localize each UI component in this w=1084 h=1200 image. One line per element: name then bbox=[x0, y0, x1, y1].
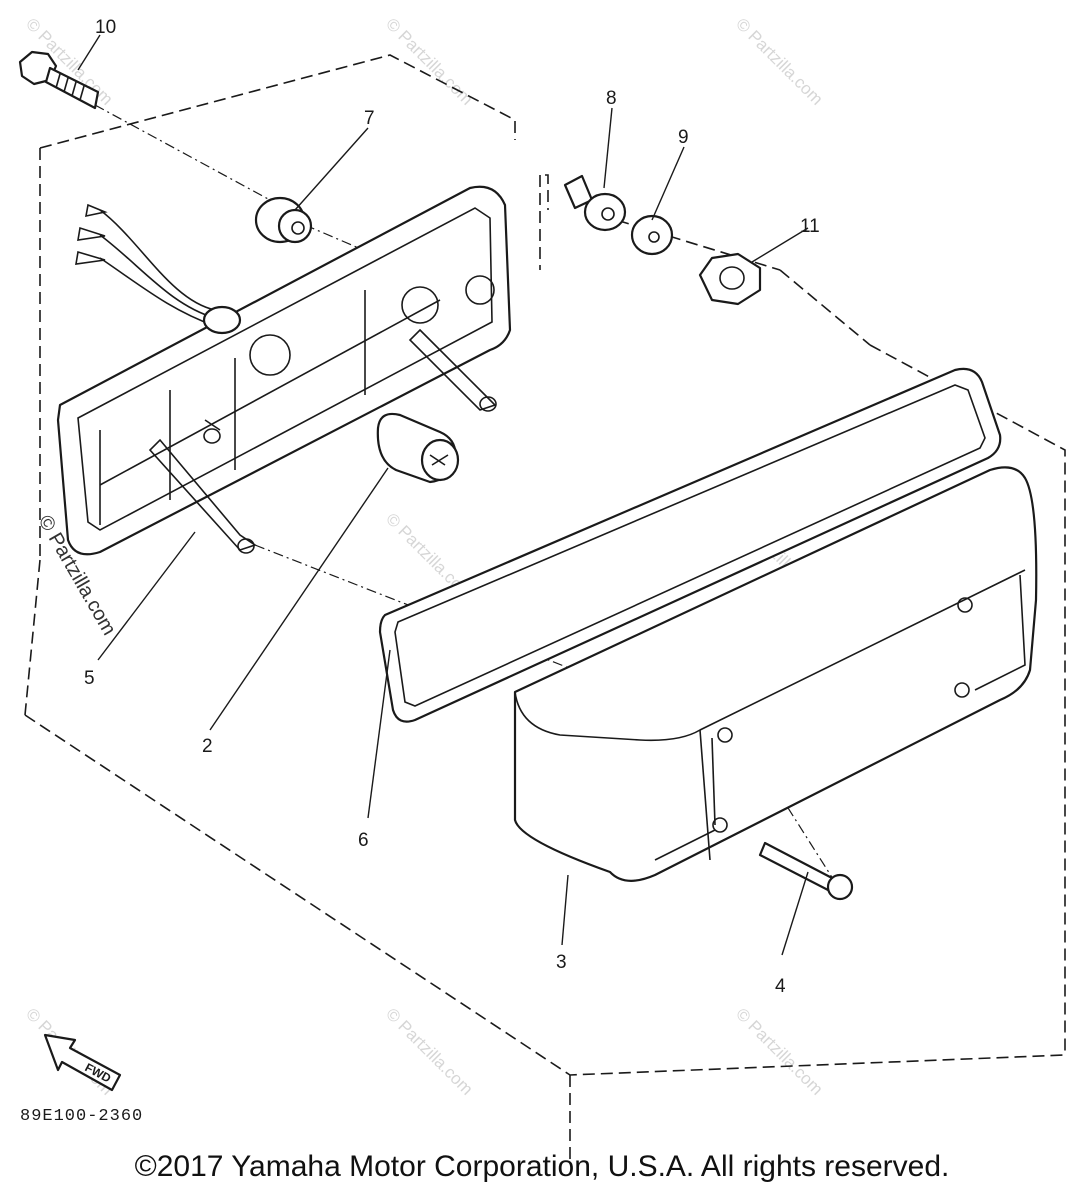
callout-6: 6 bbox=[358, 830, 369, 851]
watermark: © Partzilla.com bbox=[382, 1004, 476, 1098]
watermark: © Partzilla.com bbox=[732, 14, 826, 108]
part-5-housing[interactable] bbox=[56, 185, 512, 556]
part-7-grommet[interactable] bbox=[254, 196, 313, 244]
callout-11: 11 bbox=[800, 216, 820, 237]
callout-5: 5 bbox=[84, 668, 95, 689]
callout-9: 9 bbox=[678, 127, 689, 148]
copyright-notice: ©2017 Yamaha Motor Corporation, U.S.A. A… bbox=[134, 1150, 950, 1183]
watermark: © Partzilla.com bbox=[382, 14, 476, 108]
part-9-washer[interactable] bbox=[630, 214, 674, 256]
callout-8: 8 bbox=[606, 88, 617, 109]
callout-leaders bbox=[77, 34, 809, 956]
part-10-bolt[interactable] bbox=[18, 50, 100, 110]
diagram-code: 89E100-2360 bbox=[20, 1107, 143, 1126]
part-8-collar[interactable] bbox=[563, 174, 627, 232]
callout-labels: 10 7 8 9 11 5 2 6 3 4 bbox=[84, 17, 820, 997]
part-3-lens[interactable] bbox=[513, 466, 1038, 882]
callout-2: 2 bbox=[202, 736, 213, 757]
watermark: © Partzilla.com bbox=[732, 1004, 826, 1098]
callout-3: 3 bbox=[556, 952, 567, 973]
part-4-lens-screw[interactable] bbox=[758, 841, 854, 901]
callout-10: 10 bbox=[95, 17, 116, 38]
callout-4: 4 bbox=[775, 976, 786, 997]
part-6-gasket[interactable] bbox=[378, 367, 1002, 723]
part-2-bulb[interactable] bbox=[376, 412, 460, 484]
part-11-nut[interactable] bbox=[698, 252, 762, 306]
callout-7: 7 bbox=[364, 108, 375, 129]
forward-direction-arrow: FWD bbox=[43, 1033, 122, 1092]
